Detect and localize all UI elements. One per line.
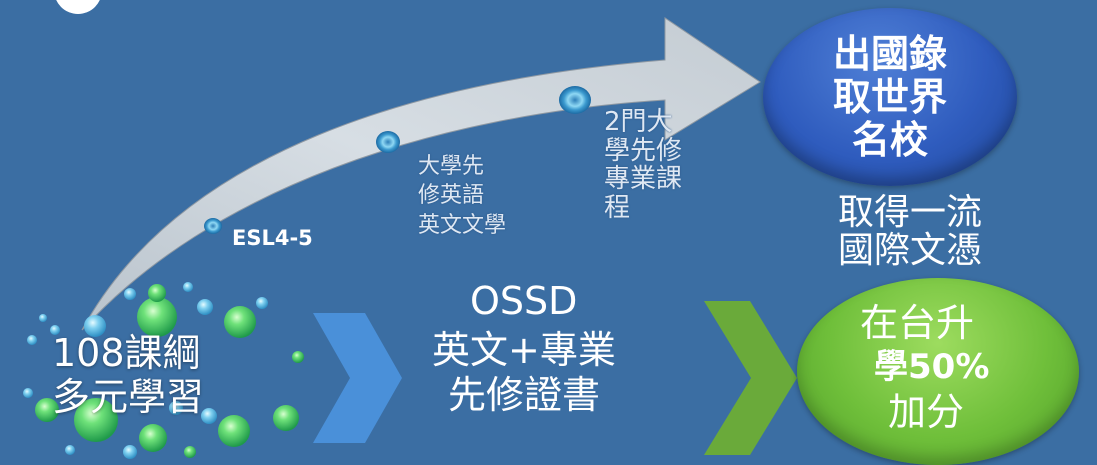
goal-oval-bottom [797, 278, 1079, 465]
chevron-blue [313, 313, 402, 443]
ossd-line2: 先修證書 [448, 373, 601, 417]
corner-circle [56, 0, 100, 14]
goal-bottom-line2: 學50% [874, 347, 990, 387]
chevron-green [704, 301, 797, 455]
ossd-line1: 英文+專業 [432, 328, 616, 372]
step-1-label: ESL4-5 [232, 226, 313, 250]
step-marker-3 [559, 86, 591, 114]
ossd-title: OSSD [470, 279, 578, 323]
start-label-line2: 多元學習 [52, 375, 205, 419]
step-2-label: 大學先 修英語 英文文學 [418, 154, 507, 238]
start-label-line1: 108課綱 [52, 331, 201, 375]
step-marker-2 [376, 131, 400, 153]
goal-top-text: 出國錄 取世界 名校 [832, 32, 947, 162]
goal-bottom-line1: 在台升 [860, 301, 975, 345]
step-3-label: 2門大 學先修 專業課 程 [604, 107, 683, 223]
goal-oval-top [763, 8, 1017, 186]
curved-arrow [81, 17, 761, 331]
middle-note: 取得一流 國際文憑 [838, 192, 983, 271]
goal-bottom-line3: 加分 [888, 390, 965, 434]
step-marker-1 [204, 218, 222, 234]
bubble-cluster [23, 282, 304, 459]
